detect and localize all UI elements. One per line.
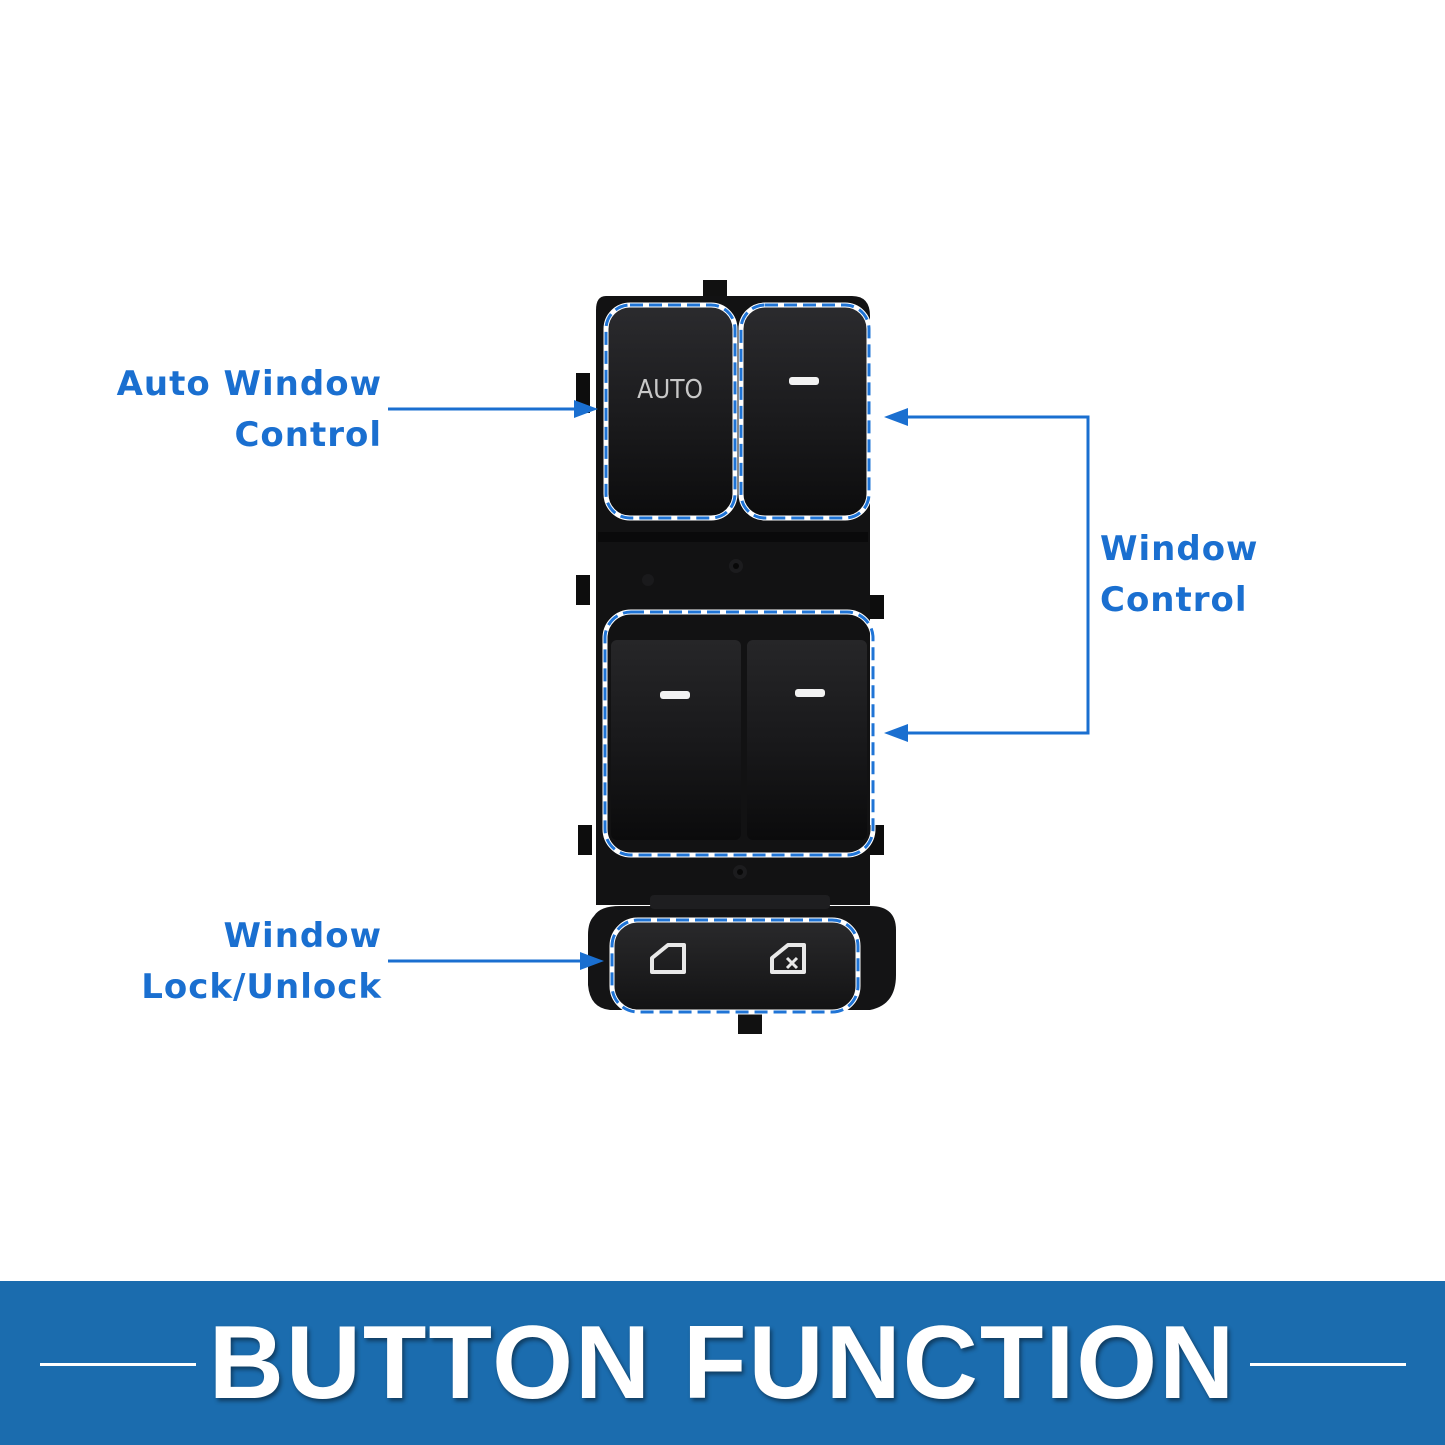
window-control-label: Window Control — [1100, 529, 1259, 620]
window-lock-unlock-button[interactable] — [609, 917, 861, 1015]
auto-button-label: AUTO — [637, 375, 703, 405]
window-icon — [650, 943, 686, 974]
window-lock-unlock-label: Window Lock/Unlock — [141, 916, 382, 1007]
window-control-button-rear-right[interactable] — [747, 640, 867, 840]
auto-window-control-button[interactable]: AUTO — [603, 302, 738, 521]
rear-window-control-outline — [602, 609, 876, 858]
window-indicator-bar-icon — [789, 377, 819, 385]
callout-arrows — [388, 400, 1090, 970]
window-control-button-front-right[interactable] — [738, 302, 872, 521]
banner-rule-right — [1250, 1363, 1406, 1366]
window-disabled-icon — [770, 943, 806, 974]
banner: BUTTON FUNCTION — [0, 1281, 1445, 1445]
window-indicator-bar-icon — [660, 691, 690, 699]
auto-window-control-label: Auto Window Control — [116, 364, 382, 455]
window-indicator-bar-icon — [795, 689, 825, 697]
banner-title: BUTTON FUNCTION — [208, 1304, 1237, 1421]
banner-rule-left — [40, 1363, 196, 1366]
product-scene: AUTO — [388, 280, 1090, 1034]
window-control-button-rear-left[interactable] — [611, 640, 741, 840]
